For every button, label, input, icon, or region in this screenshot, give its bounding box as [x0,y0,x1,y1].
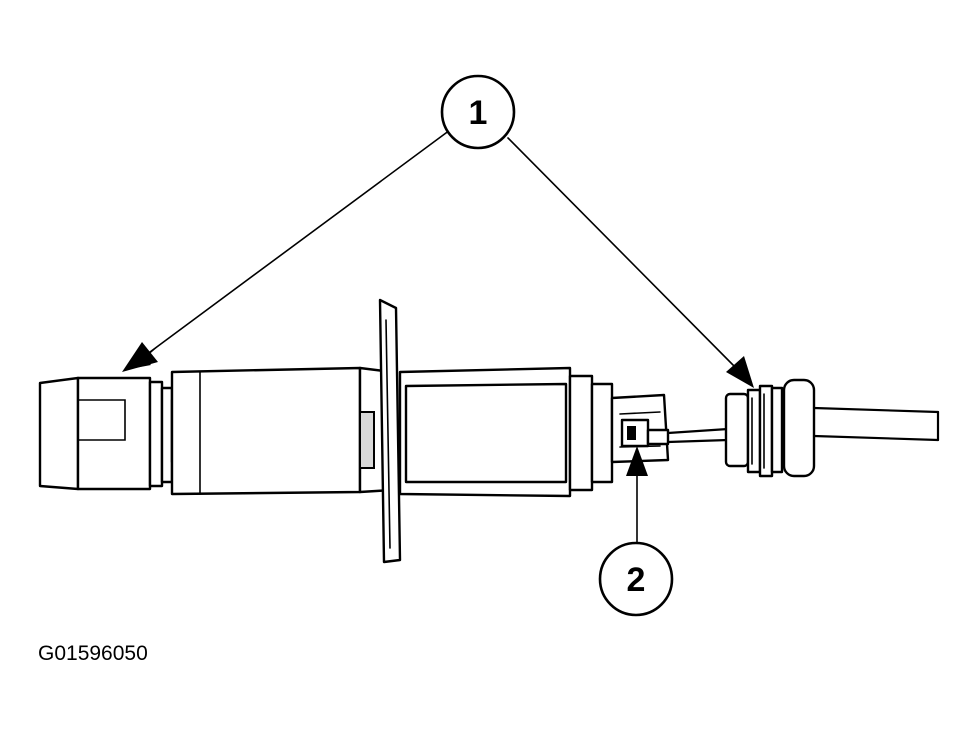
callout-2-leader [626,446,648,547]
cable [812,406,940,442]
callout-2: 2 [598,541,674,617]
sleeve [398,366,614,498]
small-connector [610,393,670,464]
right-connector [724,378,816,478]
callout-1-leaders [122,129,754,388]
wire [666,427,730,444]
main-body [170,366,394,496]
callout-2-label: 2 [627,561,646,599]
callout-1-label: 1 [469,94,488,132]
callout-1: 1 [440,74,516,150]
figure-id: G01596050 [38,642,148,665]
mounting-flange [378,298,402,564]
